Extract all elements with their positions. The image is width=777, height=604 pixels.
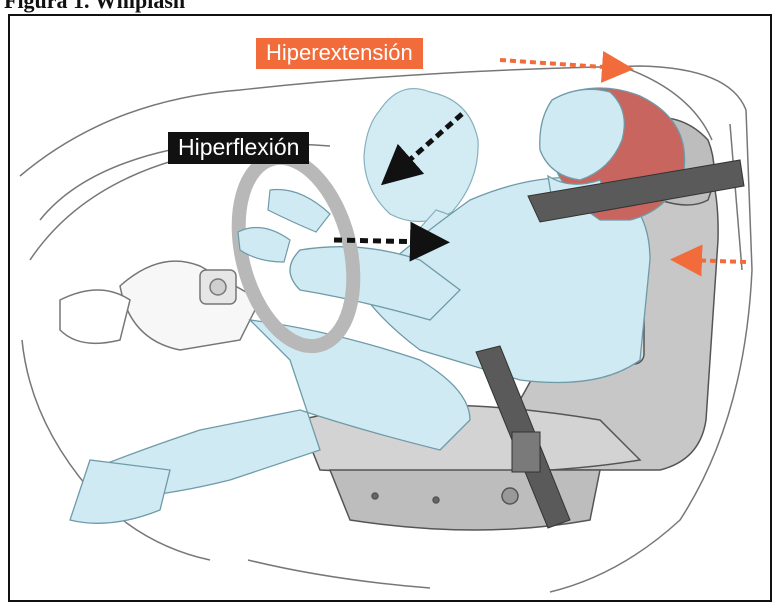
left-foot <box>70 460 170 523</box>
hyperextension-label: Hiperextensión <box>256 38 423 69</box>
hyperflexion-label: Hiperflexión <box>168 132 309 164</box>
hyperflexion-arrow-torso <box>334 240 430 242</box>
belt-buckle <box>512 432 540 472</box>
hyperextension-arrow <box>500 60 618 68</box>
dashboard <box>60 261 260 350</box>
